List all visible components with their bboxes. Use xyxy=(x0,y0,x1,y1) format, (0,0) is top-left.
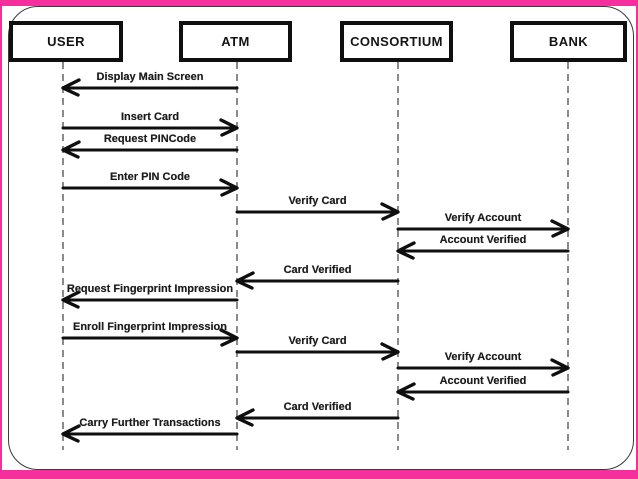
actor-box-bank: BANK xyxy=(510,21,627,62)
arrowhead-icon xyxy=(396,382,416,401)
arrowhead-icon xyxy=(61,78,81,97)
actor-label: USER xyxy=(47,34,85,49)
message-label: Verify Card xyxy=(288,335,347,347)
message-label: Verify Account xyxy=(444,212,522,224)
message-label: Account Verified xyxy=(439,234,527,246)
arrowhead-icon xyxy=(235,408,255,427)
message-label: Display Main Screen xyxy=(96,71,204,83)
message-label: Enroll Fingerprint Impression xyxy=(72,321,228,333)
pink-border-left xyxy=(0,0,2,479)
actor-box-consortium: CONSORTIUM xyxy=(340,21,453,62)
actor-box-atm: ATM xyxy=(179,21,292,62)
actor-label: CONSORTIUM xyxy=(350,34,443,49)
arrowhead-icon xyxy=(61,140,81,159)
pink-border-top xyxy=(0,0,638,6)
arrowhead-icon xyxy=(396,241,416,260)
message-label: Request PINCode xyxy=(103,133,197,145)
message-label: Carry Further Transactions xyxy=(79,417,221,429)
actor-label: ATM xyxy=(221,34,250,49)
actor-box-user: USER xyxy=(9,21,123,62)
pink-border-bottom xyxy=(0,470,638,479)
actor-label: BANK xyxy=(548,34,589,49)
arrowhead-icon xyxy=(219,328,239,347)
arrowhead-icon xyxy=(235,271,255,290)
arrowhead-icon xyxy=(380,202,400,221)
message-label: Verify Account xyxy=(444,351,522,363)
message-label: Enter PIN Code xyxy=(109,171,191,183)
pink-border-right xyxy=(636,0,638,479)
message-label: Insert Card xyxy=(120,111,180,123)
arrowhead-icon xyxy=(61,290,81,309)
message-label: Account Verified xyxy=(439,375,527,387)
arrowhead-icon xyxy=(380,342,400,361)
arrowhead-icon xyxy=(219,118,239,137)
arrowhead-icon xyxy=(550,219,570,238)
message-label: Card Verified xyxy=(283,264,352,276)
message-label: Request Fingerprint Impression xyxy=(66,283,234,295)
arrowhead-icon xyxy=(61,424,81,443)
message-label: Verify Card xyxy=(288,195,347,207)
arrowhead-icon xyxy=(550,358,570,377)
message-label: Card Verified xyxy=(283,401,352,413)
arrowhead-icon xyxy=(219,178,239,197)
